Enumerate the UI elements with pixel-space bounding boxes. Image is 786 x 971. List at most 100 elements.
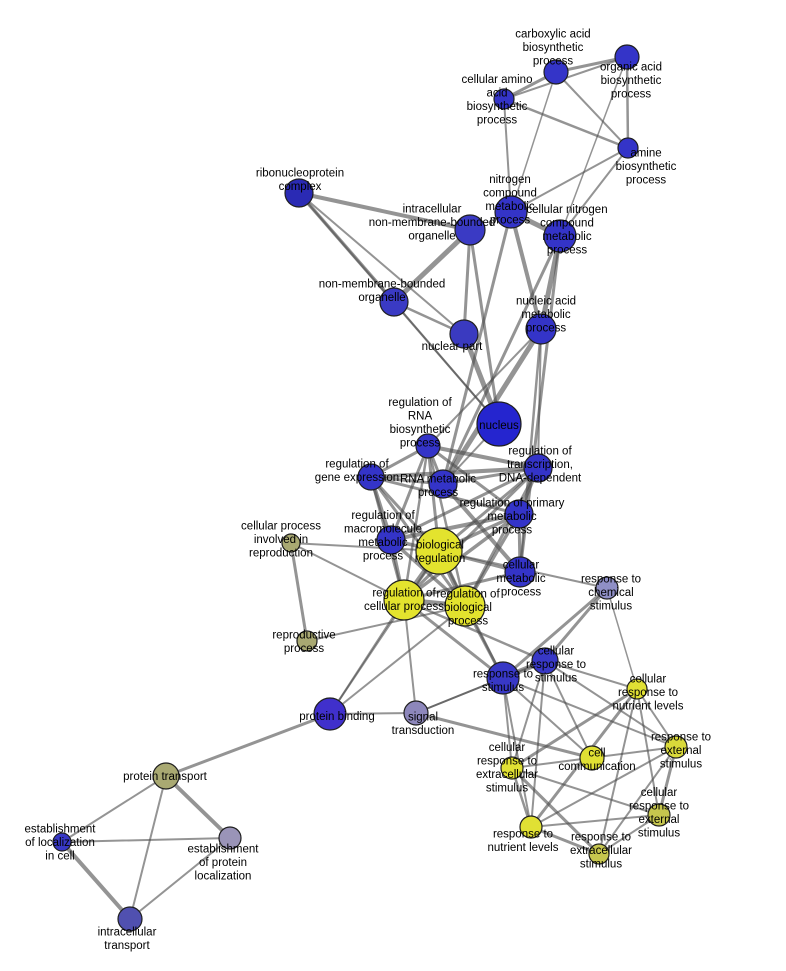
- graph-node-reg_transcription[interactable]: [523, 453, 553, 483]
- graph-edge-intracellular_nmb--nmb_organelle: [391, 227, 473, 305]
- graph-node-reg_primary[interactable]: [504, 499, 534, 529]
- graph-node-reproductive[interactable]: [296, 630, 318, 652]
- graph-node-intracellular_nmb[interactable]: [454, 214, 486, 246]
- graph-node-reg_gene_expr[interactable]: [357, 463, 385, 491]
- graph-edge-organic--amine: [625, 55, 630, 150]
- graph-node-reg_rna_bio[interactable]: [415, 433, 441, 459]
- graph-edge-reg_rna_bio--reg_cellular_process: [402, 444, 430, 602]
- graph-node-est_protein_localization[interactable]: [218, 826, 242, 850]
- graph-edge-resp_external--resp_extracellular: [598, 746, 677, 855]
- graph-edge-resp_extracellular--cellular_resp_external: [598, 814, 660, 855]
- graph-edge-rna_metabolic--cellular_metabolic: [441, 482, 522, 574]
- graph-edge-protein_transport--intracellular_transport: [129, 775, 167, 920]
- graph-node-cellular_nitrogen[interactable]: [543, 219, 577, 253]
- graph-node-cell_communication[interactable]: [579, 745, 605, 771]
- graph-node-ribonucleoprotein[interactable]: [284, 178, 314, 208]
- graph-edge-resp_stimulus--reg_cellular_process: [402, 598, 505, 680]
- graph-edge-cpir--reproductive: [289, 541, 309, 643]
- graph-node-resp_external[interactable]: [664, 735, 688, 759]
- graph-node-amine[interactable]: [617, 137, 639, 159]
- graph-edge-protein_binding--reg_cellular_process: [329, 599, 405, 715]
- graph-node-cellular_resp_external[interactable]: [647, 803, 671, 827]
- graph-node-resp_chemical[interactable]: [595, 576, 619, 600]
- graph-node-cellular_amino[interactable]: [493, 88, 515, 110]
- graph-node-carboxylic[interactable]: [543, 59, 569, 85]
- graph-node-resp_nutrient[interactable]: [519, 815, 543, 839]
- graph-node-cpir[interactable]: [281, 533, 301, 553]
- graph-edge-cellular_nitrogen--rna_metabolic: [441, 234, 562, 486]
- graph-edge-cell_communication--cellular_resp_stimulus: [544, 660, 593, 759]
- graph-edge-cellular_resp_extracellular--cellular_resp_external: [511, 767, 660, 816]
- graph-edge-protein_transport--est_protein_localization: [164, 774, 232, 840]
- graph-edge-nucleic_acid--reg_rna_bio: [427, 328, 542, 447]
- graph-edge-cpir--reg_cellular_process: [290, 542, 405, 601]
- graph-edge-resp_nutrient--cellular_resp_external: [530, 814, 660, 828]
- nodes-layer: [52, 44, 688, 932]
- graph-edge-cellular_resp_nutrient--resp_external: [636, 688, 677, 748]
- node-label-protein_binding: protein binding: [299, 711, 374, 723]
- graph-node-signal_transduction[interactable]: [403, 700, 429, 726]
- graph-edge-organic--cellular_nitrogen: [559, 56, 628, 237]
- graph-edge-signal_transduction--cell_communication: [414, 711, 594, 760]
- graph-node-reg_biological_process[interactable]: [444, 585, 486, 627]
- graph-node-nucleic_acid[interactable]: [525, 313, 557, 345]
- graph-edge-protein_binding--reg_biological_process: [329, 605, 466, 715]
- graph-edge-reproductive--reg_biological_process: [306, 605, 466, 642]
- graph-edge-intracellular_nmb--nuclear_part: [462, 228, 472, 336]
- graph-edge-cellular_resp_stimulus--cellular_resp_nutrient: [544, 660, 638, 690]
- graph-node-reg_cellular_process[interactable]: [383, 579, 425, 621]
- graph-node-nuclear_part[interactable]: [449, 319, 479, 349]
- graph-node-cellular_resp_stimulus[interactable]: [531, 647, 559, 675]
- graph-node-rna_metabolic[interactable]: [428, 469, 458, 499]
- graph-node-resp_stimulus[interactable]: [486, 661, 520, 695]
- graph-edge-cellular_resp_stimulus--resp_external: [544, 660, 677, 748]
- graph-node-intracellular_transport[interactable]: [117, 906, 143, 932]
- graph-node-nucleus[interactable]: [476, 401, 522, 447]
- graph-edge-cellular_resp_stimulus--resp_chemical: [543, 586, 609, 663]
- graph-node-cellular_resp_nutrient[interactable]: [626, 678, 648, 700]
- graph-edge-reg_primary--reg_macromolecule: [389, 512, 521, 542]
- graph-edge-carboxylic--amine: [555, 71, 629, 149]
- graph-node-nitrogen_compound[interactable]: [494, 195, 528, 229]
- graph-node-protein_binding[interactable]: [313, 697, 347, 731]
- graph-node-cellular_metabolic[interactable]: [504, 556, 536, 588]
- graph-edge-cellular_resp_nutrient--cellular_resp_extracellular: [510, 687, 639, 770]
- graph-node-resp_extracellular[interactable]: [588, 843, 610, 865]
- graph-node-reg_macromolecule[interactable]: [376, 525, 406, 555]
- graph-node-protein_transport[interactable]: [152, 762, 180, 790]
- graph-edge-cellular_amino--amine: [502, 97, 630, 150]
- graph-edge-resp_stimulus--resp_external: [502, 677, 677, 748]
- graph-node-organic[interactable]: [614, 44, 640, 70]
- graph-node-est_localization_cell[interactable]: [52, 832, 72, 852]
- graph-node-cellular_resp_extracellular[interactable]: [500, 756, 524, 780]
- graph-edge-cellular_resp_nutrient--cellular_resp_external: [636, 688, 660, 816]
- graph-edge-nucleic_acid--cellular_metabolic: [518, 327, 543, 574]
- graph-edge-cell_communication--resp_stimulus: [502, 677, 593, 759]
- graph-edge-cellular_resp_extracellular--resp_extracellular: [510, 766, 601, 856]
- graph-node-nmb_organelle[interactable]: [379, 287, 409, 317]
- graph-node-biological_regulation[interactable]: [415, 527, 463, 575]
- graph-edge-cellular_resp_stimulus--cellular_resp_extracellular: [511, 660, 546, 769]
